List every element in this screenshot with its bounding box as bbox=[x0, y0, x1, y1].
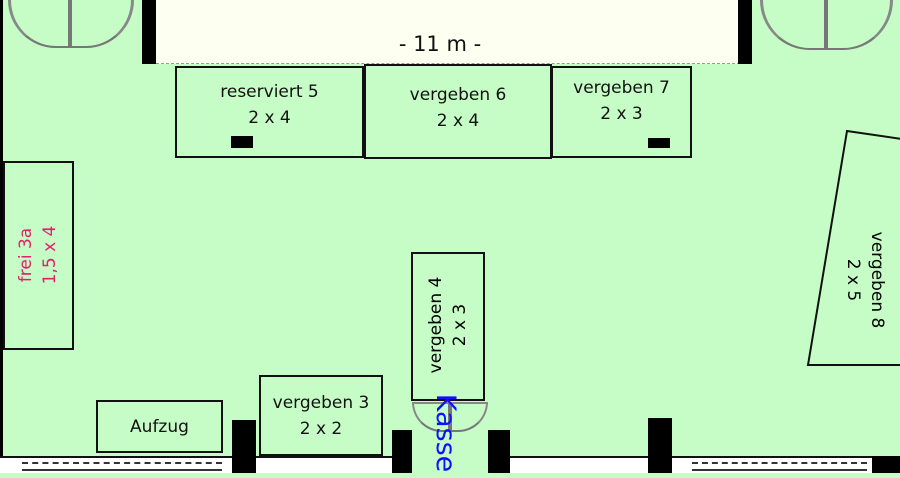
stage-area bbox=[156, 0, 740, 64]
stand-7[interactable]: vergeben 7 2 x 3 bbox=[551, 66, 692, 158]
stand-size: 2 x 4 bbox=[248, 108, 291, 128]
window bbox=[22, 462, 222, 471]
window bbox=[692, 462, 867, 471]
pillar bbox=[392, 430, 412, 473]
door-top-right[interactable] bbox=[826, 0, 893, 50]
power-outlet bbox=[648, 138, 670, 148]
stand-status: reserviert 5 bbox=[220, 82, 319, 102]
stand-size: 2 x 4 bbox=[436, 110, 480, 131]
power-outlet bbox=[231, 136, 253, 148]
left-wall bbox=[0, 0, 3, 460]
stand-3a[interactable] bbox=[3, 161, 74, 350]
door-top-right[interactable] bbox=[760, 0, 826, 50]
stand-size: 2 x 5 bbox=[843, 258, 863, 302]
stand-status: frei 3a bbox=[16, 227, 36, 283]
stand-3[interactable]: vergeben 3 2 x 2 bbox=[259, 375, 383, 456]
stand-status: vergeben 3 bbox=[272, 392, 370, 413]
pillar bbox=[488, 430, 510, 473]
pillar bbox=[142, 0, 156, 64]
stand-size: 2 x 3 bbox=[450, 303, 470, 347]
pillar bbox=[648, 418, 672, 473]
stand-size: 2 x 3 bbox=[600, 104, 643, 124]
pillar bbox=[232, 420, 256, 473]
dimension-label: - 11 m - bbox=[398, 32, 482, 56]
elevator-label: Aufzug bbox=[130, 416, 189, 437]
elevator[interactable]: Aufzug bbox=[96, 400, 223, 453]
stand-status: vergeben 6 bbox=[409, 84, 507, 105]
stand-status: vergeben 8 bbox=[867, 231, 887, 329]
stand-size: 2 x 2 bbox=[299, 418, 343, 439]
entrance-passage bbox=[412, 430, 488, 473]
stand-size: 1,5 x 4 bbox=[40, 225, 60, 285]
stand-status: vergeben 4 bbox=[426, 276, 446, 374]
stand-4[interactable] bbox=[411, 252, 485, 401]
pillar bbox=[872, 456, 900, 473]
stand-8-outline[interactable] bbox=[800, 125, 900, 370]
stand-6[interactable]: vergeben 6 2 x 4 bbox=[364, 64, 552, 159]
cashier-label: Kasse bbox=[430, 393, 461, 473]
stand-5[interactable]: reserviert 5 2 x 4 bbox=[175, 66, 364, 158]
door-top-left[interactable] bbox=[70, 0, 134, 48]
door-top-left[interactable] bbox=[8, 0, 70, 48]
stand-8[interactable]: vergeben 8 2 x 5 bbox=[840, 190, 890, 370]
stand-status: vergeben 7 bbox=[573, 78, 670, 98]
pillar bbox=[738, 0, 752, 64]
stand-3a-label: frei 3a 1,5 x 4 bbox=[13, 165, 63, 345]
